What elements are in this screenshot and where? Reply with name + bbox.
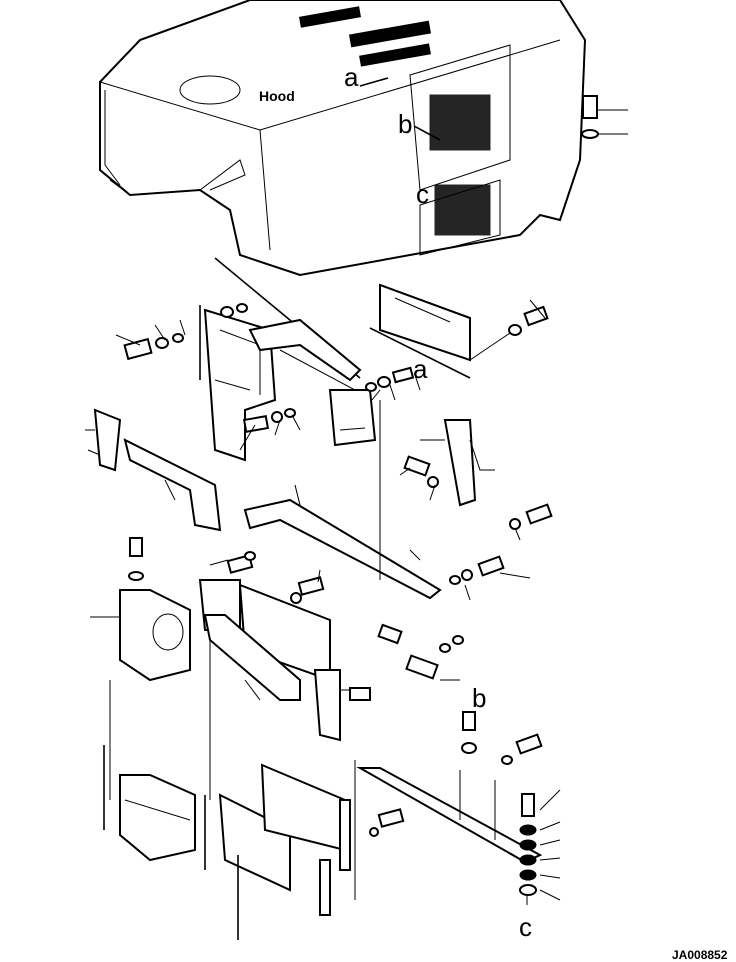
callout-b-lower: b xyxy=(472,683,486,713)
callout-c-lower: c xyxy=(519,912,532,942)
bracket-right-center xyxy=(313,669,371,742)
seal-strip-right xyxy=(369,327,471,379)
bolt-washer-top-right xyxy=(581,95,628,139)
bracket-right-hood xyxy=(328,389,377,447)
bolt-washer-mid-left xyxy=(128,537,144,581)
hood-assembly: Hood xyxy=(99,0,587,277)
panel-lower-left xyxy=(119,774,196,862)
assembly-guide-lines xyxy=(109,400,381,900)
bolt-set-frame-right xyxy=(449,503,553,601)
bolt-washer-stack-right xyxy=(461,711,561,905)
cover-lower-left xyxy=(123,438,222,532)
hood-side-grille-upper xyxy=(429,94,491,151)
clip-small-right xyxy=(377,623,464,681)
callout-a-lower: a xyxy=(413,354,428,384)
callout-a-hood: a xyxy=(344,62,359,92)
cover-plate-right xyxy=(379,283,471,362)
hood-side-grille-lower xyxy=(434,184,491,236)
bolt-washer-right-plate xyxy=(469,299,549,361)
hood-label: Hood xyxy=(259,88,295,104)
mount-plate-left xyxy=(90,589,191,682)
bar-long-right xyxy=(356,767,543,864)
callout-b-hood: b xyxy=(398,109,412,139)
callout-b-leader xyxy=(413,125,441,141)
callout-c-hood: c xyxy=(416,179,429,209)
drawing-code: JA008852 xyxy=(672,948,728,962)
bolt-set-upper-center xyxy=(209,551,325,604)
callout-a-leader xyxy=(359,77,389,87)
bolt-set-center xyxy=(239,366,421,451)
support-bracket-right xyxy=(420,419,495,507)
frame-member-long xyxy=(243,484,442,600)
bolt-set-left-bracket xyxy=(115,303,248,361)
bolt-set-right-support xyxy=(399,455,439,501)
bracket-lower-right-pair xyxy=(319,799,405,916)
bracket-small-left xyxy=(85,408,122,472)
hood-top-vents xyxy=(299,6,432,67)
